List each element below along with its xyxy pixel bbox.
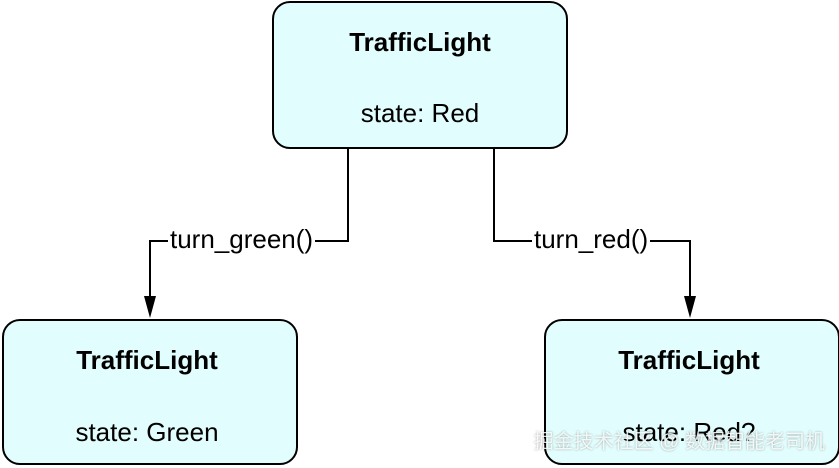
edge-label-turn-green: turn_green() <box>168 224 316 254</box>
node-traffic-light-red-question: TrafficLight state: Red? <box>544 319 839 465</box>
node-state: state: Green <box>75 417 219 447</box>
arrowhead-turn-green <box>144 296 156 318</box>
node-title: TrafficLight <box>76 345 218 375</box>
node-traffic-light-green: TrafficLight state: Green <box>2 319 298 465</box>
node-title: TrafficLight <box>349 27 491 57</box>
node-state: state: Red <box>360 98 480 128</box>
node-traffic-light-red: TrafficLight state: Red <box>272 1 568 149</box>
arrowhead-turn-red <box>684 296 696 318</box>
node-title: TrafficLight <box>618 345 760 375</box>
node-state: state: Red? <box>622 417 756 447</box>
edge-label-turn-red: turn_red() <box>532 224 651 254</box>
watermark: 掘金技术社区 @ 数据智能老司机 <box>533 431 825 453</box>
